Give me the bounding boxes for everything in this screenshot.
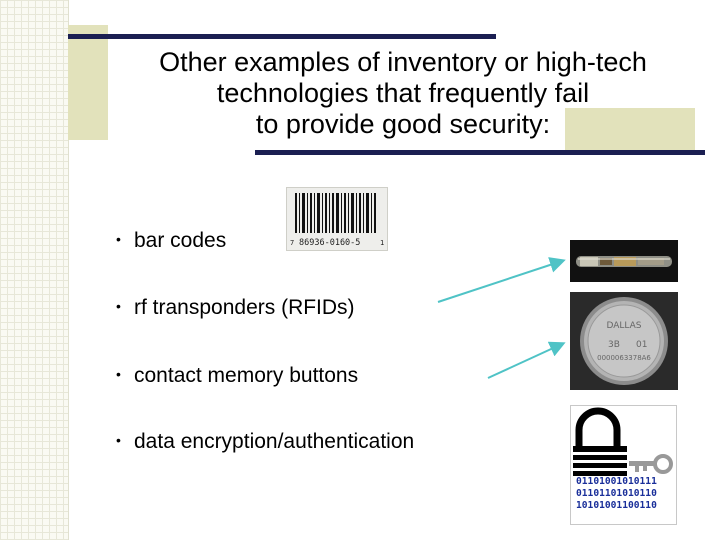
accent-box-right [565,108,695,155]
title-rule-top [68,34,496,39]
memory-button-image: DALLAS 3B 01 0000063378A6 [570,292,678,390]
title-rule-bottom [255,150,705,155]
button-engraving-4: 0000063378A6 [597,354,651,362]
binary-line-3: 10101001100110 [576,500,657,511]
bullet-memory-buttons: • contact memory buttons [116,364,358,388]
title-line-1: Other examples of inventory or high-tech [159,47,647,77]
bullet-dot: • [116,366,121,382]
button-engraving-3: 01 [636,340,647,350]
bullet-text: data encryption/authentication [134,430,415,453]
bullet-text: bar codes [134,229,227,252]
binary-line-1: 01101001010111 [576,476,657,487]
bullet-dot: • [116,231,121,247]
slide-title: Other examples of inventory or high-tech… [108,47,698,140]
bullet-text: contact memory buttons [134,364,359,387]
barcode-number: 86936-0160-5 [299,238,360,248]
rfid-transponder-image [570,240,678,282]
arrow-to-button [487,341,566,379]
barcode-image: 7 86936-0160-5 1 [286,187,388,251]
bullet-encryption: • data encryption/authentication [116,430,414,454]
bullet-text: rf transponders (RFIDs) [134,296,355,319]
decorative-grid-strip [0,0,69,540]
bullet-dot: • [116,298,121,314]
title-line-2: technologies that frequently fail [216,78,590,108]
bullet-bar-codes: • bar codes [116,229,226,253]
encryption-image: 01101001010111 01101101010110 1010100110… [570,405,677,525]
binary-text: 01101001010111 01101101010110 1010100110… [576,476,657,512]
accent-box-left [68,25,108,140]
button-engraving-1: DALLAS [606,321,641,331]
bullet-rfid: • rf transponders (RFIDs) [116,296,355,320]
title-line-3: to provide good security: [255,109,551,139]
bullet-dot: • [116,432,121,448]
padlock-key-icon [573,407,673,476]
arrow-to-rfid [437,257,566,303]
button-engraving-2: 3B [608,340,620,350]
barcode-right-digit: 1 [380,239,384,247]
barcode-left-digit: 7 [290,239,294,247]
binary-line-2: 01101101010110 [576,488,657,499]
